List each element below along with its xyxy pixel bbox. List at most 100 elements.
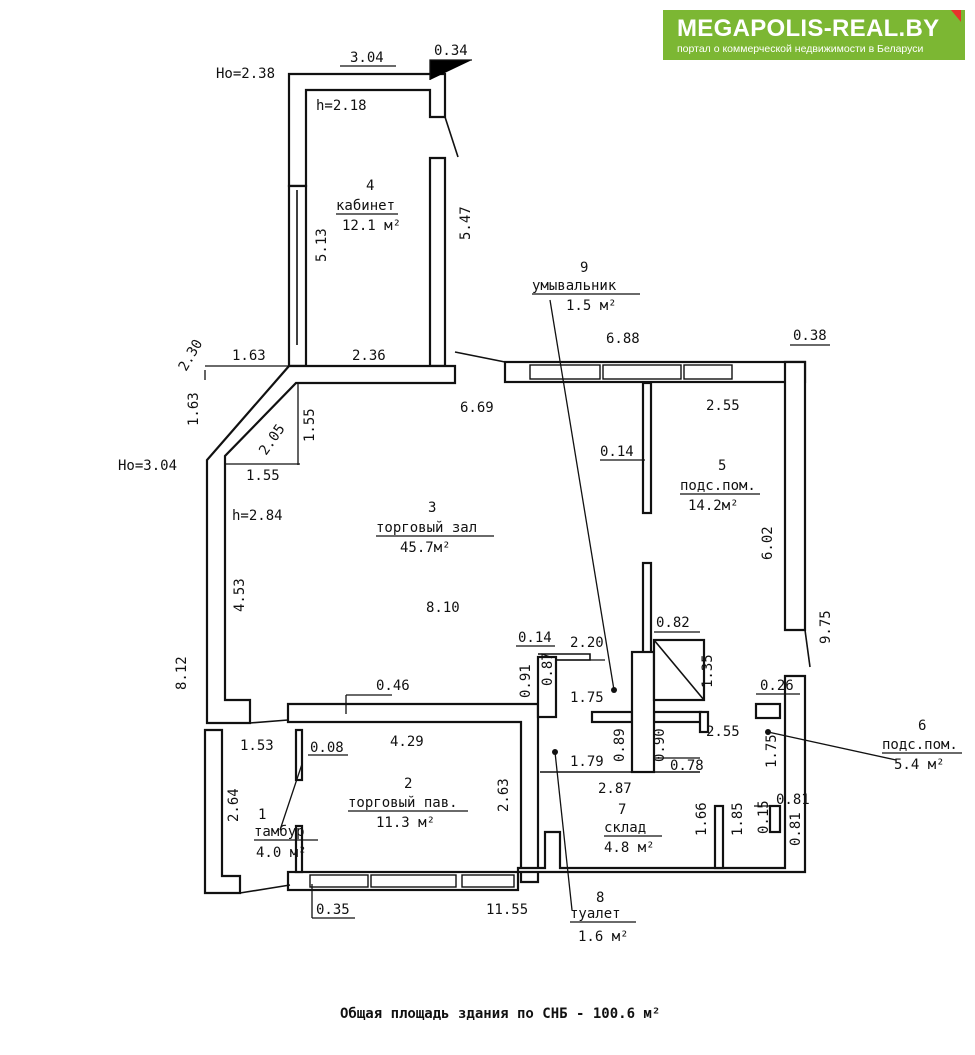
dim-153: 1.53 bbox=[240, 738, 274, 754]
dim-035: 0.35 bbox=[316, 902, 350, 918]
leader-r9-dot bbox=[611, 687, 617, 693]
room4-num: 4 bbox=[366, 178, 374, 194]
dim-513: 5.13 bbox=[314, 228, 330, 262]
dim-179: 1.79 bbox=[570, 754, 604, 770]
door-arc-top bbox=[454, 351, 506, 363]
dim-205: 2.05 bbox=[256, 421, 288, 458]
wall-room6-small bbox=[754, 702, 782, 720]
wall-wc-shelf bbox=[590, 710, 634, 724]
dim-082: 0.82 bbox=[656, 615, 690, 631]
room9-num: 9 bbox=[580, 260, 588, 276]
dim-081a: 0.81 bbox=[776, 792, 810, 808]
room7-name: склад bbox=[604, 820, 646, 836]
logo-brand: MEGAPOLIS-REAL.BY bbox=[677, 15, 940, 42]
dim-135: 1.35 bbox=[700, 654, 716, 688]
room3-name: торговый зал bbox=[376, 520, 477, 536]
wall-tambour-inner-top bbox=[294, 728, 304, 782]
wall-wc-vert2 bbox=[630, 650, 656, 774]
height-ext-left: Но=3.04 bbox=[118, 458, 177, 474]
dim-155b: 1.55 bbox=[246, 468, 280, 484]
wall-wc-shelf2 bbox=[652, 710, 703, 724]
room3-area: 45.7м² bbox=[400, 540, 451, 556]
room9-name: умывальник bbox=[532, 278, 617, 294]
dim-091: 0.91 bbox=[518, 664, 534, 698]
wall-room5-partition-top bbox=[641, 381, 653, 515]
dim-304: 3.04 bbox=[350, 50, 384, 66]
room1-area: 4.0 м² bbox=[256, 845, 307, 861]
room1-name: тамбур bbox=[254, 824, 305, 840]
dim-669: 6.69 bbox=[460, 400, 494, 416]
room7-num: 7 bbox=[618, 802, 626, 818]
dim-line-034 bbox=[429, 59, 472, 80]
room4-name: кабинет bbox=[336, 198, 395, 214]
dim-015: 0.15 bbox=[756, 800, 772, 834]
dim-046: 0.46 bbox=[376, 678, 410, 694]
wall-tambour-inner-bot bbox=[294, 824, 304, 874]
total-area-note: Общая площадь здания по СНБ - 100.6 м² bbox=[340, 1006, 660, 1022]
dim-810: 8.10 bbox=[426, 600, 460, 616]
door-arc-hall bbox=[249, 719, 289, 724]
dim-1155: 11.55 bbox=[486, 902, 528, 918]
wall-room6-left bbox=[698, 710, 710, 734]
door-arc-tambour bbox=[239, 884, 291, 894]
room4-area: 12.1 м² bbox=[342, 218, 401, 234]
stair-diag bbox=[653, 639, 705, 701]
room5-area: 14.2м² bbox=[688, 498, 739, 514]
dim-547: 5.47 bbox=[458, 206, 474, 240]
wall-bottom-right bbox=[516, 674, 807, 874]
wall-room5-right bbox=[783, 360, 807, 632]
room2-name: торговый пав. bbox=[348, 795, 458, 811]
wall-hall-top-left bbox=[205, 364, 457, 725]
dim-014b: 0.14 bbox=[518, 630, 552, 646]
dim-155a: 1.55 bbox=[302, 408, 318, 442]
dim-230: 2.30 bbox=[176, 337, 207, 374]
dim-688: 6.88 bbox=[606, 331, 640, 347]
room7-area: 4.8 м² bbox=[604, 840, 655, 856]
dim-090: 0.90 bbox=[652, 728, 668, 762]
room1-num: 1 bbox=[258, 807, 266, 823]
dim-014a: 0.14 bbox=[600, 444, 634, 460]
walls bbox=[203, 72, 811, 895]
height-ext-top: Но=2.38 bbox=[216, 66, 275, 82]
flag-icon bbox=[951, 10, 961, 22]
door-arc-cabinet bbox=[444, 116, 459, 158]
dim-081b: 0.81 bbox=[788, 812, 804, 846]
wall-cabinet-right bbox=[428, 156, 447, 368]
logo-tagline: портал о коммерческой недвижимости в Бел… bbox=[677, 43, 924, 55]
leader-r1 bbox=[279, 763, 303, 831]
room6-name: подс.пом. bbox=[882, 737, 958, 753]
dim-089: 0.89 bbox=[612, 728, 628, 762]
dim-287: 2.87 bbox=[598, 781, 632, 797]
leader-r9 bbox=[549, 299, 615, 691]
room-labels: 4 кабинет 12.1 м² 9 умывальник 1.5 м² 3 … bbox=[254, 178, 962, 945]
wall-tambour-left bbox=[203, 728, 242, 895]
dim-034: 0.34 bbox=[434, 43, 468, 59]
window-bottom-3 bbox=[461, 874, 515, 888]
dim-026: 0.26 bbox=[760, 678, 794, 694]
dim-175a: 1.75 bbox=[570, 690, 604, 706]
window-top-3 bbox=[683, 364, 733, 380]
site-logo[interactable]: MEGAPOLIS-REAL.BY портал о коммерческой … bbox=[663, 10, 965, 60]
room3-num: 3 bbox=[428, 500, 436, 516]
room8-area: 1.6 м² bbox=[578, 929, 629, 945]
room6-area: 5.4 м² bbox=[894, 757, 945, 773]
leader-r6-dot bbox=[765, 729, 771, 735]
door-arc-right bbox=[804, 629, 811, 668]
room5-num: 5 bbox=[718, 458, 726, 474]
dim-453: 4.53 bbox=[232, 578, 248, 612]
dim-087: 0.87 bbox=[540, 652, 556, 686]
dim-163a: 1.63 bbox=[232, 348, 266, 364]
room8-name: туалет bbox=[570, 906, 621, 922]
dimension-lines bbox=[204, 59, 897, 919]
wall-storage-mid bbox=[713, 804, 725, 870]
window-bottom-2 bbox=[370, 874, 457, 888]
height-room4: h=2.18 bbox=[316, 98, 367, 114]
dim-038: 0.38 bbox=[793, 328, 827, 344]
leader-r8-dot bbox=[552, 749, 558, 755]
dim-175b: 1.75 bbox=[764, 734, 780, 768]
dim-429: 4.29 bbox=[390, 734, 424, 750]
window-bottom-1 bbox=[309, 874, 369, 888]
wall-wc-vert bbox=[536, 655, 558, 719]
dim-975: 9.75 bbox=[818, 610, 834, 644]
